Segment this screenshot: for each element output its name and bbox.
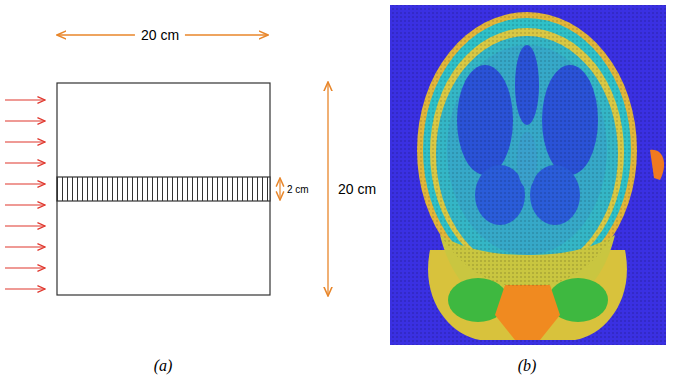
head-model bbox=[390, 5, 666, 345]
dimension-label: 20 cm bbox=[135, 27, 185, 43]
dimension-label: 2 cm bbox=[287, 184, 309, 195]
dimension-arrow bbox=[279, 178, 280, 200]
dimension-label: 20 cm bbox=[338, 181, 376, 197]
panel-label: (b) bbox=[518, 357, 537, 375]
phantom-square bbox=[57, 83, 270, 295]
incident-arrows bbox=[5, 100, 45, 289]
panel-label: (a) bbox=[154, 357, 173, 375]
dimension-arrow bbox=[327, 82, 328, 296]
hatched-band bbox=[57, 177, 270, 201]
